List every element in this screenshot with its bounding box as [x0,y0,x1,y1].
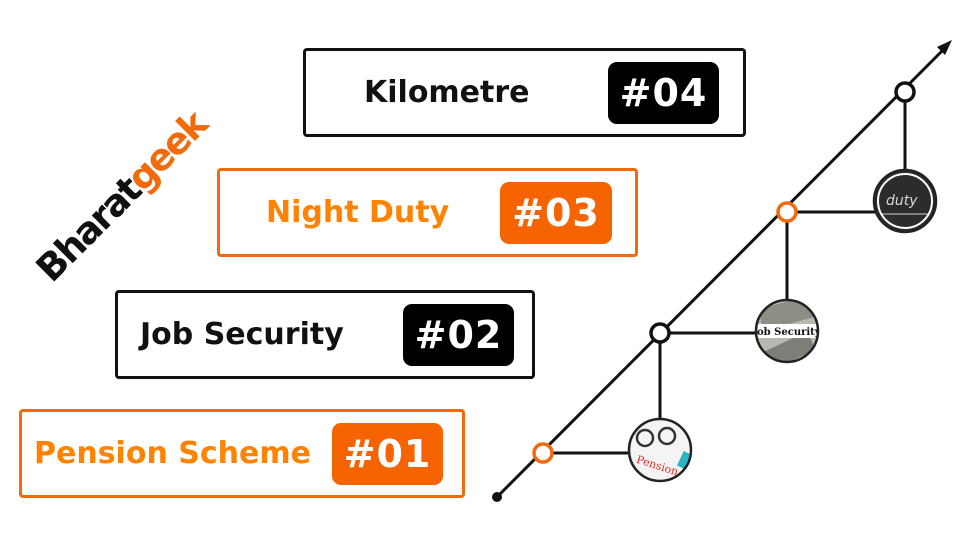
timeline-node-04 [894,81,916,103]
timeline-axis-line [495,49,944,499]
item-card-01: Pension Scheme #01 [19,409,465,498]
pension-thumbnail-image: Pension [627,417,693,483]
rank-badge: #03 [500,181,612,244]
rank-badge: #02 [403,303,514,366]
duty-thumbnail-image: duty [872,168,938,234]
arrow-head-icon [937,40,952,55]
thumbnail-caption: ob Security [757,327,822,338]
timeline-start-dot [492,492,502,502]
item-label: Night Duty [266,195,450,230]
rank-badge: #04 [608,61,719,124]
rank-badge: #01 [332,422,443,485]
item-card-02: Job Security #02 [115,290,535,379]
item-label: Kilometre [364,75,530,110]
item-card-04: Kilometre #04 [303,48,746,137]
timeline-node-01 [532,442,554,464]
thumbnail-caption: duty [886,193,918,209]
item-label: Job Security [140,317,344,352]
item-card-03: Night Duty #03 [217,168,638,257]
item-label: Pension Scheme [34,436,311,471]
timeline-node-03 [776,201,798,223]
timeline-node-02 [649,322,671,344]
job-security-thumbnail-image: ob Security [754,298,822,364]
